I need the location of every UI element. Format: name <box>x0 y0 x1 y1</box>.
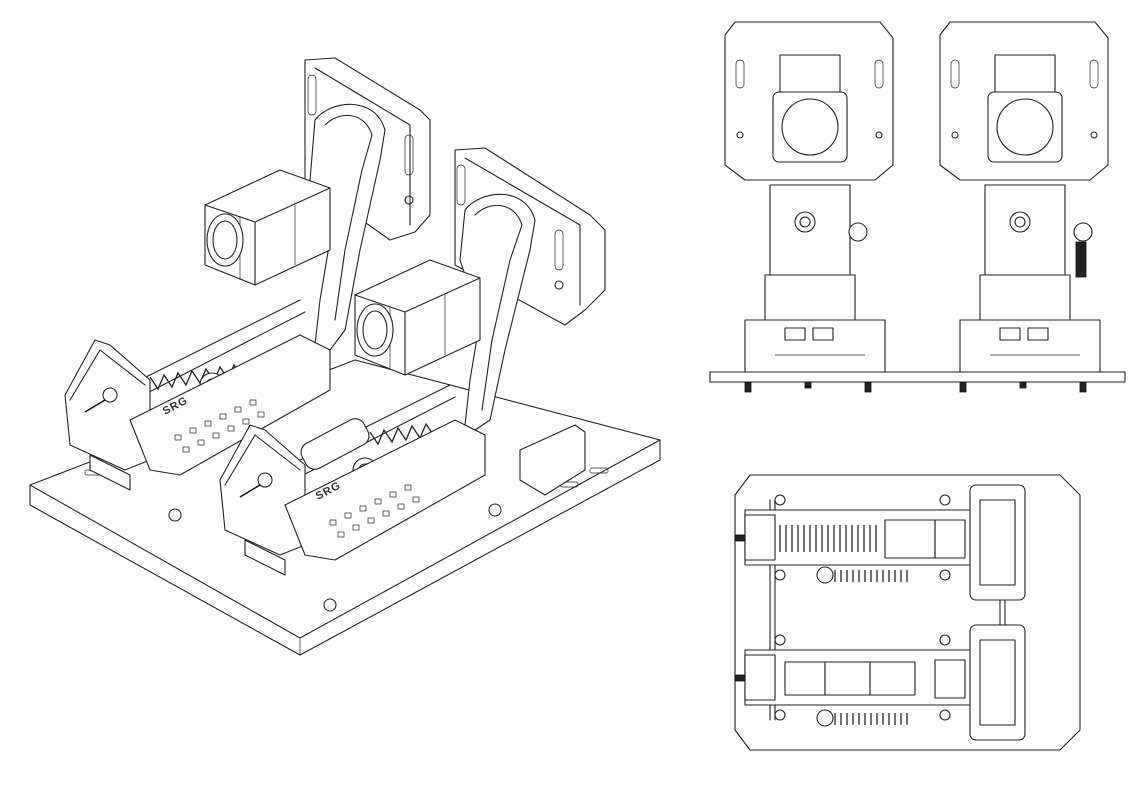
front-left-loadcell <box>848 222 868 242</box>
top-upper-faceplate <box>969 484 1026 601</box>
isometric-drawing: SRG <box>29 57 661 656</box>
front-right-motor <box>987 91 1063 163</box>
lever-perforations-left <box>174 399 265 453</box>
top-view-drawing <box>734 474 1081 751</box>
front-left-motor <box>772 91 848 163</box>
front-plate-bolts <box>744 381 1087 393</box>
front-right-loadcell <box>1073 222 1093 242</box>
front-view <box>705 10 1130 400</box>
top-upper-spring <box>779 525 877 552</box>
motor-left <box>204 169 331 286</box>
front-pedal-left <box>724 21 894 373</box>
top-view <box>730 470 1085 755</box>
top-pedal-lower <box>734 624 1026 741</box>
front-pedal-right <box>939 21 1109 373</box>
pedal-right-arm <box>459 193 536 431</box>
front-base-plate <box>709 371 1126 383</box>
top-pedal-upper <box>734 484 1026 601</box>
pedal-left-assembly: SRG <box>64 57 431 522</box>
pedal-right-stop-block <box>519 424 586 496</box>
top-lower-faceplate <box>969 624 1026 741</box>
pedal-left-arm <box>309 103 386 351</box>
front-view-drawing <box>709 21 1126 393</box>
top-lower-loadcell <box>816 709 834 727</box>
motor-right <box>354 259 481 376</box>
heel-bracket-left <box>64 339 151 471</box>
pedal-right-assembly: SRG <box>219 147 606 612</box>
isometric-view: SRG <box>29 57 661 656</box>
top-upper-loadcell <box>816 566 834 584</box>
lever-perforations-right <box>329 484 420 538</box>
